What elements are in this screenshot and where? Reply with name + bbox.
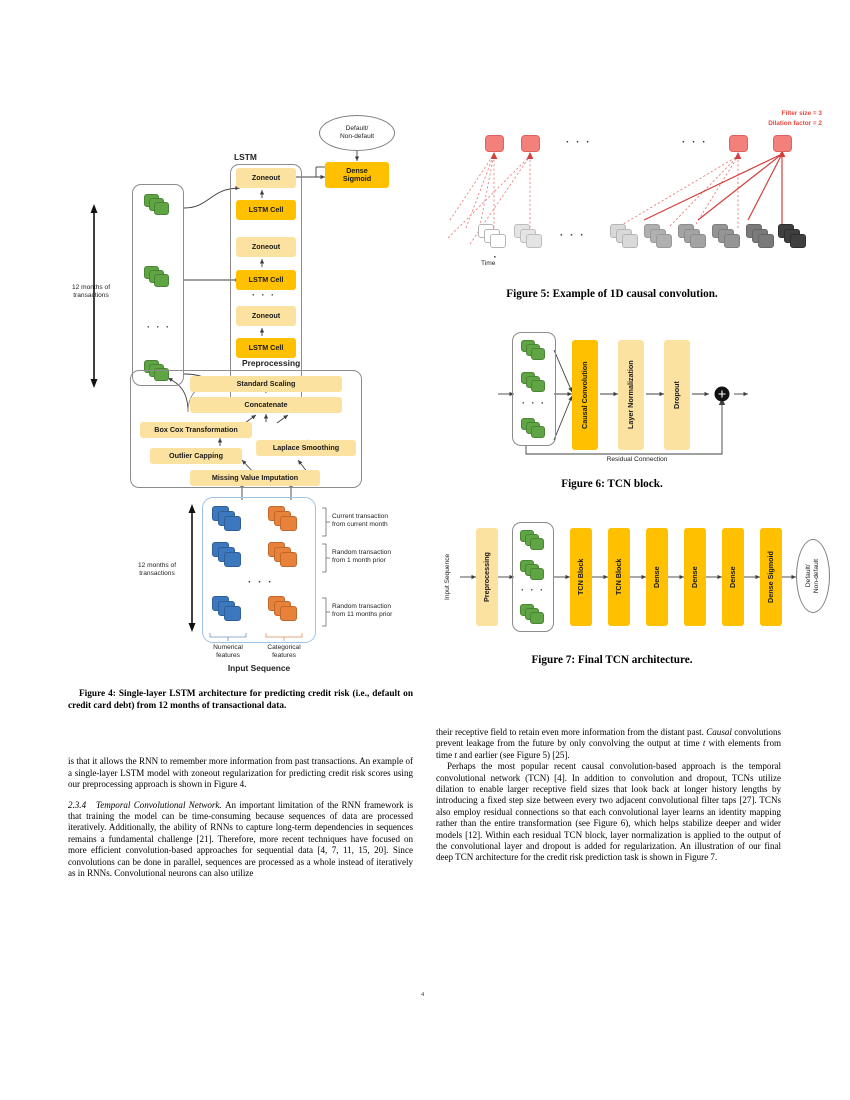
figure7-sequence-ellipsis: · · · [521,585,545,595]
figure4-months-label-input: 12 months of transactions [137,562,177,578]
figure4-lstm-ellipsis: · · · [252,290,276,300]
figure5-output-node-0 [485,135,504,152]
figure7-input-sequence-label: Input Sequence [444,553,451,601]
right-para1-part-a: their receptive field to retain even mor… [436,727,707,737]
figure5-output-node-3 [773,135,792,152]
left-paragraph-1: is that it allows the RNN to remember mo… [68,756,413,790]
figure4-row-annotation-0: Current transaction from current month [332,513,389,529]
figure5-output-node-2 [729,135,748,152]
right-para1-italic-t1: t [702,738,706,749]
figure7-output-label: Default/ Non-default [804,558,820,594]
figure7-block-dense-sigmoid: Dense Sigmoid [760,528,782,626]
figure4-prep-laplace: Laplace Smoothing [256,440,356,456]
right-column: their receptive field to retain even mor… [436,727,781,864]
figure6-block-causal-convolution: Causal Convolution [572,340,598,450]
figure7-block-dense-3: Dense [722,528,744,626]
figure4-row-annotation-2: Random transaction from 11 months prior [332,603,393,619]
figure5-dilation-label: Dilation factor = 2 [768,120,822,127]
figure4-input-group [202,497,316,643]
figure7-block-preprocessing: Preprocessing [476,528,498,626]
figure-5-edges [447,150,786,258]
figure5-top-ellipsis-left: · · · [566,137,592,148]
figure7-block-tcn-2: TCN Block [608,528,630,626]
figure4-prep-outlier: Outlier Capping [150,448,242,464]
figure7-block-dense-2: Dense [684,528,706,626]
section-title: Temporal Convolutional Network. [96,799,222,810]
figure-4-lstm-architecture: Default/ Non-default LSTM Dense Sigmoid … [70,112,430,673]
figure6-residual-label: Residual Connection [606,456,668,463]
figure-6-tcn-block: · · · Causal Convolution Layer Normaliza… [490,318,790,468]
figure4-input-ellipsis: · · · [248,577,274,588]
figure4-prep-standard-scaling: Standard Scaling [190,376,342,392]
figure4-sequence-ellipsis: · · · [147,322,171,332]
figure5-time-label: Time [481,260,496,267]
figure6-block-dropout: Dropout [664,340,690,450]
left-column: Figure 4: Single-layer LSTM architecture… [68,688,413,879]
right-paragraph-1: their receptive field to retain even mor… [436,727,781,761]
figure4-preprocessing-group [130,370,362,488]
figure4-prep-boxcox: Box Cox Transformation [140,422,252,438]
figure6-input-ellipsis: · · · [522,398,546,408]
figure4-lstm-box-4: Zoneout [236,306,296,326]
figure-7-final-tcn-architecture: Input Sequence Preprocessing · · · TCN B… [440,512,830,642]
right-para1-italic-t2: t [454,749,457,760]
figure4-lstm-box-2: Zoneout [236,237,296,257]
figure-4-caption: Figure 4: Single-layer LSTM architecture… [68,689,413,712]
figure7-block-tcn-1: TCN Block [570,528,592,626]
page-number: 4 [421,991,425,998]
figure-5-causal-convolution: Filter size = 3 Dilation factor = 2 [438,108,830,298]
left-paragraph-2: An important limitation of the RNN frame… [68,799,413,878]
figure4-preprocessing-title: Preprocessing [242,358,301,368]
figure4-categorical-features-label: Categorical features [267,644,301,660]
figure4-lstm-box-1: LSTM Cell [236,200,296,220]
figure5-top-ellipsis-right: · · · [682,137,708,148]
figure6-block-layer-normalization: Layer Normalization [618,340,644,450]
figure4-lstm-box-0: Zoneout [236,168,296,188]
figure7-sequence-group [512,522,554,632]
right-paragraph-2: Perhaps the most popular recent causal c… [436,761,781,863]
figure4-months-label-top: 12 months of transactions [71,284,111,300]
figure7-block-dense-1: Dense [646,528,668,626]
figure4-output-ellipse: Default/ Non-default [319,115,395,151]
figure4-input-title: Input Sequence [227,663,291,673]
figure4-numerical-features-label: Numerical features [213,644,243,660]
figure4-prep-missing: Missing Value Imputation [190,470,320,486]
figure4-prep-concatenate: Concatenate [190,397,342,413]
figure5-filter-size-label: Filter size = 3 [781,110,822,117]
figure-7-caption: Figure 7: Final TCN architecture. [531,654,693,666]
figure4-dense-sigmoid-box: Dense Sigmoid [325,162,389,188]
figure4-lstm-box-3: LSTM Cell [236,270,296,290]
section-number: 2.3.4 [68,799,87,810]
right-para1-italic-causal: Causal [706,727,732,737]
figure-7-connectors [460,574,796,580]
figure-6-connectors [498,349,748,455]
right-para1-part-c: with elements from time [436,738,782,760]
figure5-output-node-1 [521,135,540,152]
figure6-input-group [512,332,556,446]
left-section-heading-paragraph: 2.3.4 Temporal Convolutional Network. An… [68,800,413,880]
figure4-output-label: Default/ Non-default [339,124,375,140]
right-para1-part-b: convolutions prevent leakage from the fu… [436,727,781,749]
right-para1-part-d: and earlier (see Figure 5) [25]. [456,749,570,760]
figure4-row-annotation-1: Random transaction from 1 month prior [332,549,392,565]
figure7-output-ellipse: Default/ Non-default [796,539,830,613]
figure5-bottom-ellipsis: · · · [560,230,586,241]
figure4-lstm-title: LSTM [234,152,257,162]
figure4-lstm-box-5: LSTM Cell [236,338,296,358]
figure4-sequence-group [132,184,184,386]
figure-5-caption: Figure 5: Example of 1D causal convoluti… [506,288,718,300]
figure-6-caption: Figure 6: TCN block. [561,478,663,490]
